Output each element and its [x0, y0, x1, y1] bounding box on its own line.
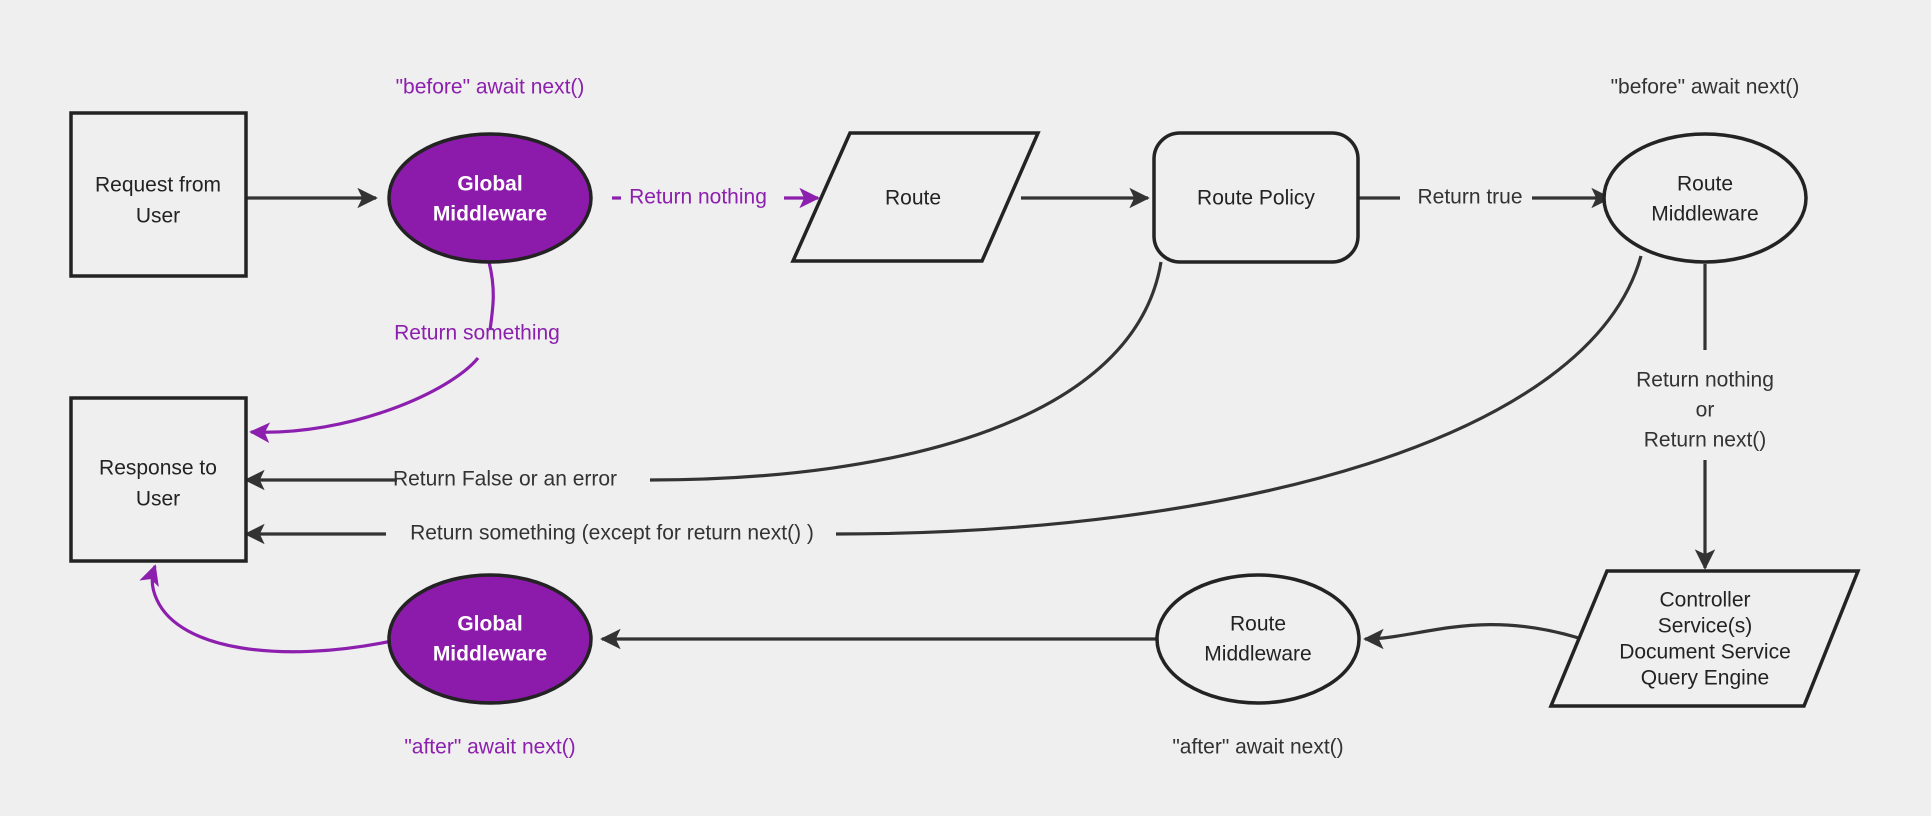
- response-to-user-box: [69, 396, 248, 563]
- global-middleware-top-label-line1: Global: [457, 173, 522, 196]
- annotation-before-await-next-global: "before" await next(): [396, 76, 585, 99]
- node-controller[interactable]: Controller Service(s) Document Service Q…: [1548, 569, 1861, 708]
- controller-parallelogram: [1548, 569, 1861, 708]
- global-middleware-top-ellipse: [387, 132, 593, 264]
- response-to-user-label-line1: Response to: [99, 457, 217, 480]
- request-from-user-box: [69, 111, 248, 278]
- global-middleware-bottom-ellipse: [387, 573, 593, 705]
- edge-label-return-something-except: Return something (except for return next…: [410, 522, 814, 545]
- request-from-user-label-line1: Request from: [95, 174, 221, 197]
- route-middleware-bottom-label-line1: Route: [1230, 613, 1286, 636]
- route-middleware-bottom-label-line2: Middleware: [1204, 643, 1311, 666]
- response-to-user-label-line2: User: [136, 488, 180, 511]
- annotation-before-await-next-route: "before" await next(): [1611, 76, 1800, 99]
- edge-global-to-response-return-something: [249, 356, 480, 444]
- route-policy-box: [1152, 131, 1360, 264]
- global-middleware-top-label-line2: Middleware: [433, 203, 547, 226]
- controller-label-line3: Document Service: [1619, 641, 1791, 664]
- node-request-from-user[interactable]: Request from User: [69, 111, 248, 278]
- node-route-middleware-top[interactable]: Route Middleware: [1602, 132, 1808, 264]
- edge-label-return-nothing-route-line3: Return next(): [1644, 429, 1767, 452]
- route-policy-label: Route Policy: [1197, 187, 1315, 210]
- node-response-to-user[interactable]: Response to User: [69, 396, 248, 563]
- edge-label-return-something-global: Return something: [394, 322, 560, 345]
- annotation-after-await-next-route: "after" await next(): [1172, 736, 1343, 759]
- global-middleware-bottom-label-line2: Middleware: [433, 643, 547, 666]
- annotation-after-await-next-global: "after" await next(): [404, 736, 575, 759]
- route-label: Route: [885, 187, 941, 210]
- node-route[interactable]: Route: [790, 131, 1041, 263]
- node-global-middleware-top[interactable]: Global Middleware: [387, 132, 593, 264]
- edge-label-return-nothing-route-line2: or: [1696, 399, 1715, 422]
- node-route-middleware-bottom[interactable]: Route Middleware: [1155, 573, 1361, 705]
- edge-label-return-true: Return true: [1417, 186, 1522, 209]
- edge-global-return-something-upper: [487, 261, 495, 331]
- route-middleware-top-ellipse: [1602, 132, 1808, 264]
- controller-label-line1: Controller: [1659, 589, 1750, 612]
- route-parallelogram: [790, 131, 1041, 263]
- edge-global-middleware-after-to-response: [139, 564, 393, 654]
- edge-label-return-nothing-route-line1: Return nothing: [1636, 369, 1774, 392]
- edge-controller-to-route-middleware-after: [1363, 623, 1586, 650]
- route-middleware-bottom-ellipse: [1155, 573, 1361, 705]
- route-middleware-top-label-line2: Middleware: [1651, 203, 1758, 226]
- edge-route-policy-to-response: [649, 261, 1163, 482]
- node-global-middleware-bottom[interactable]: Global Middleware: [387, 573, 593, 705]
- controller-label-line4: Query Engine: [1641, 667, 1769, 690]
- controller-label-line2: Service(s): [1658, 615, 1753, 638]
- node-route-policy[interactable]: Route Policy: [1152, 131, 1360, 264]
- edge-route-middleware-to-response: [835, 255, 1643, 536]
- request-from-user-label-line2: User: [136, 205, 180, 228]
- edge-label-return-nothing-global: Return nothing: [629, 186, 767, 209]
- edge-label-return-false-or-error: Return False or an error: [393, 468, 617, 491]
- global-middleware-bottom-label-line1: Global: [457, 613, 522, 636]
- route-middleware-top-label-line1: Route: [1677, 173, 1733, 196]
